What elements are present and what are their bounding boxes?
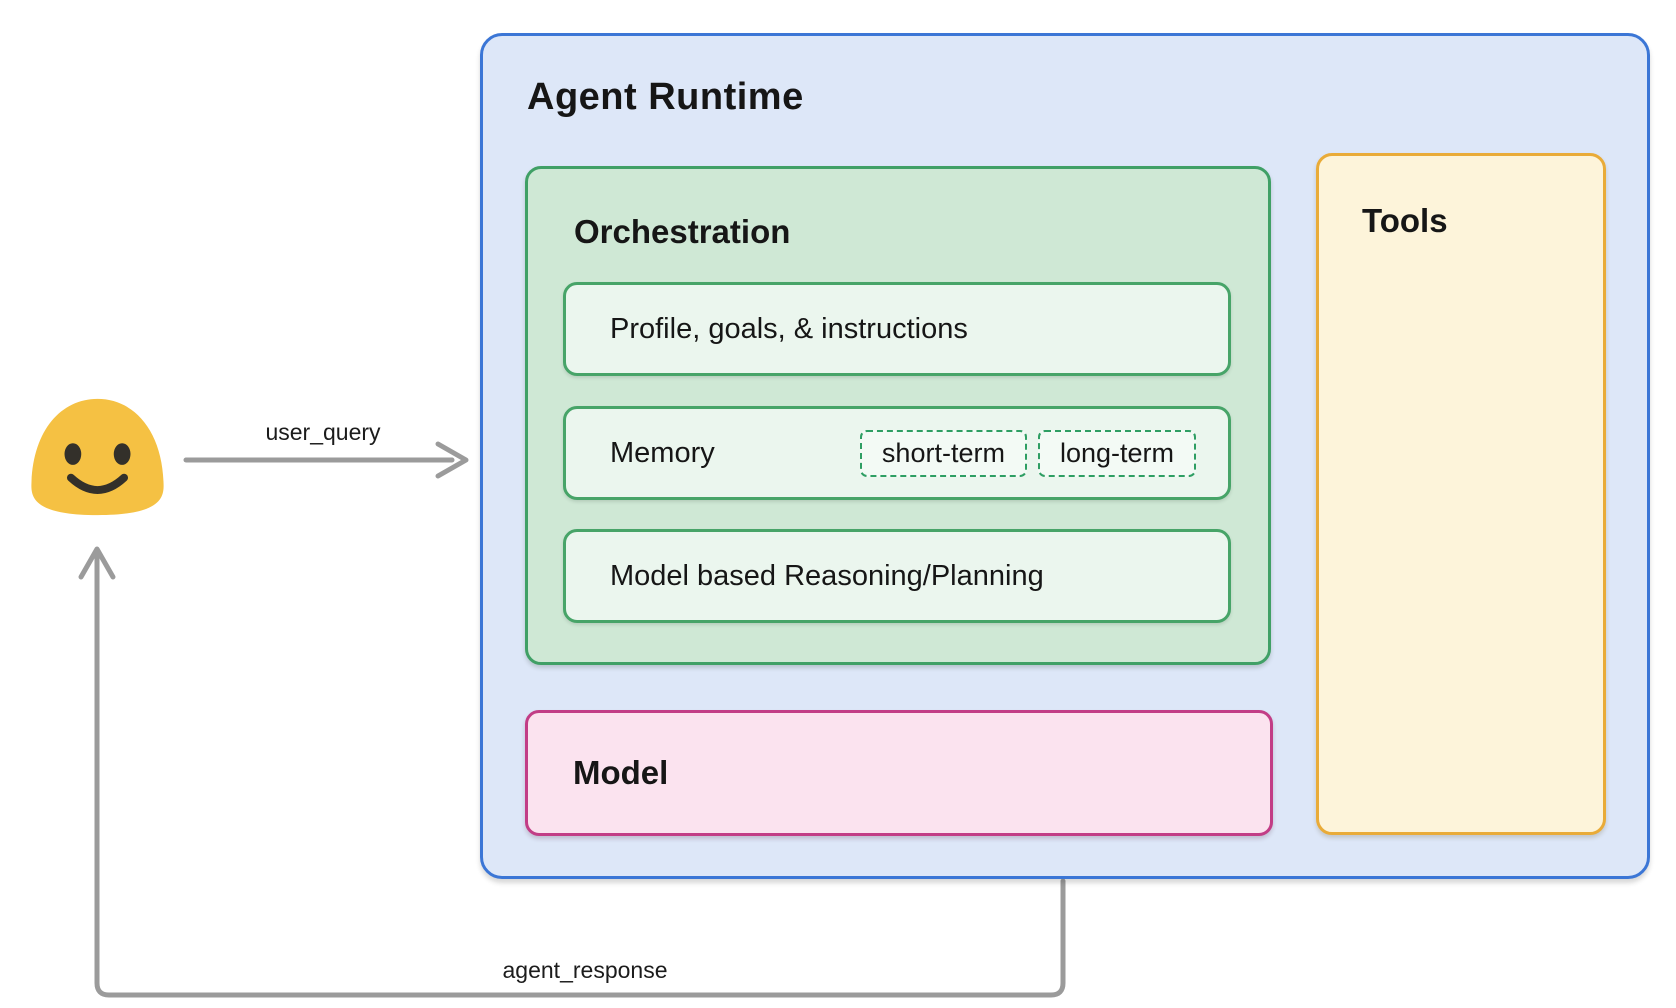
emoji-smile [66,473,129,494]
agent-response-arrowhead [78,546,116,580]
model-based-reasoning-label: Model based Reasoning/Planning [610,559,1044,592]
emoji-right-eye [113,443,131,465]
model-label: Model [573,754,669,791]
tools-box: Tools [1316,153,1606,835]
model-box: Model [525,710,1273,836]
short-term-memory-tag: short-term [859,429,1027,477]
long-term-memory-tag: long-term [1037,429,1196,477]
profile-goals-instructions-label: Profile, goals, & instructions [610,312,968,345]
orchestration-box: Orchestration Profile, goals, & instruct… [525,166,1271,665]
user-query-arrowhead [435,441,469,479]
model-based-reasoning-box: Model based Reasoning/Planning [563,529,1231,623]
emoji-left-eye [64,443,82,465]
agent-response-label: agent_response [502,957,668,983]
user-emoji [22,393,173,523]
memory-label: Memory [610,436,715,469]
emoji-body [31,398,164,516]
user-query-label: user_query [265,419,381,445]
tools-title: Tools [1362,202,1448,239]
orchestration-title: Orchestration [574,213,791,250]
memory-box: Memory short-term long-term [563,406,1231,500]
agent-runtime-box: Agent Runtime Orchestration Profile, goa… [480,33,1650,879]
profile-goals-instructions-box: Profile, goals, & instructions [563,282,1231,376]
agent-runtime-title: Agent Runtime [527,76,804,118]
